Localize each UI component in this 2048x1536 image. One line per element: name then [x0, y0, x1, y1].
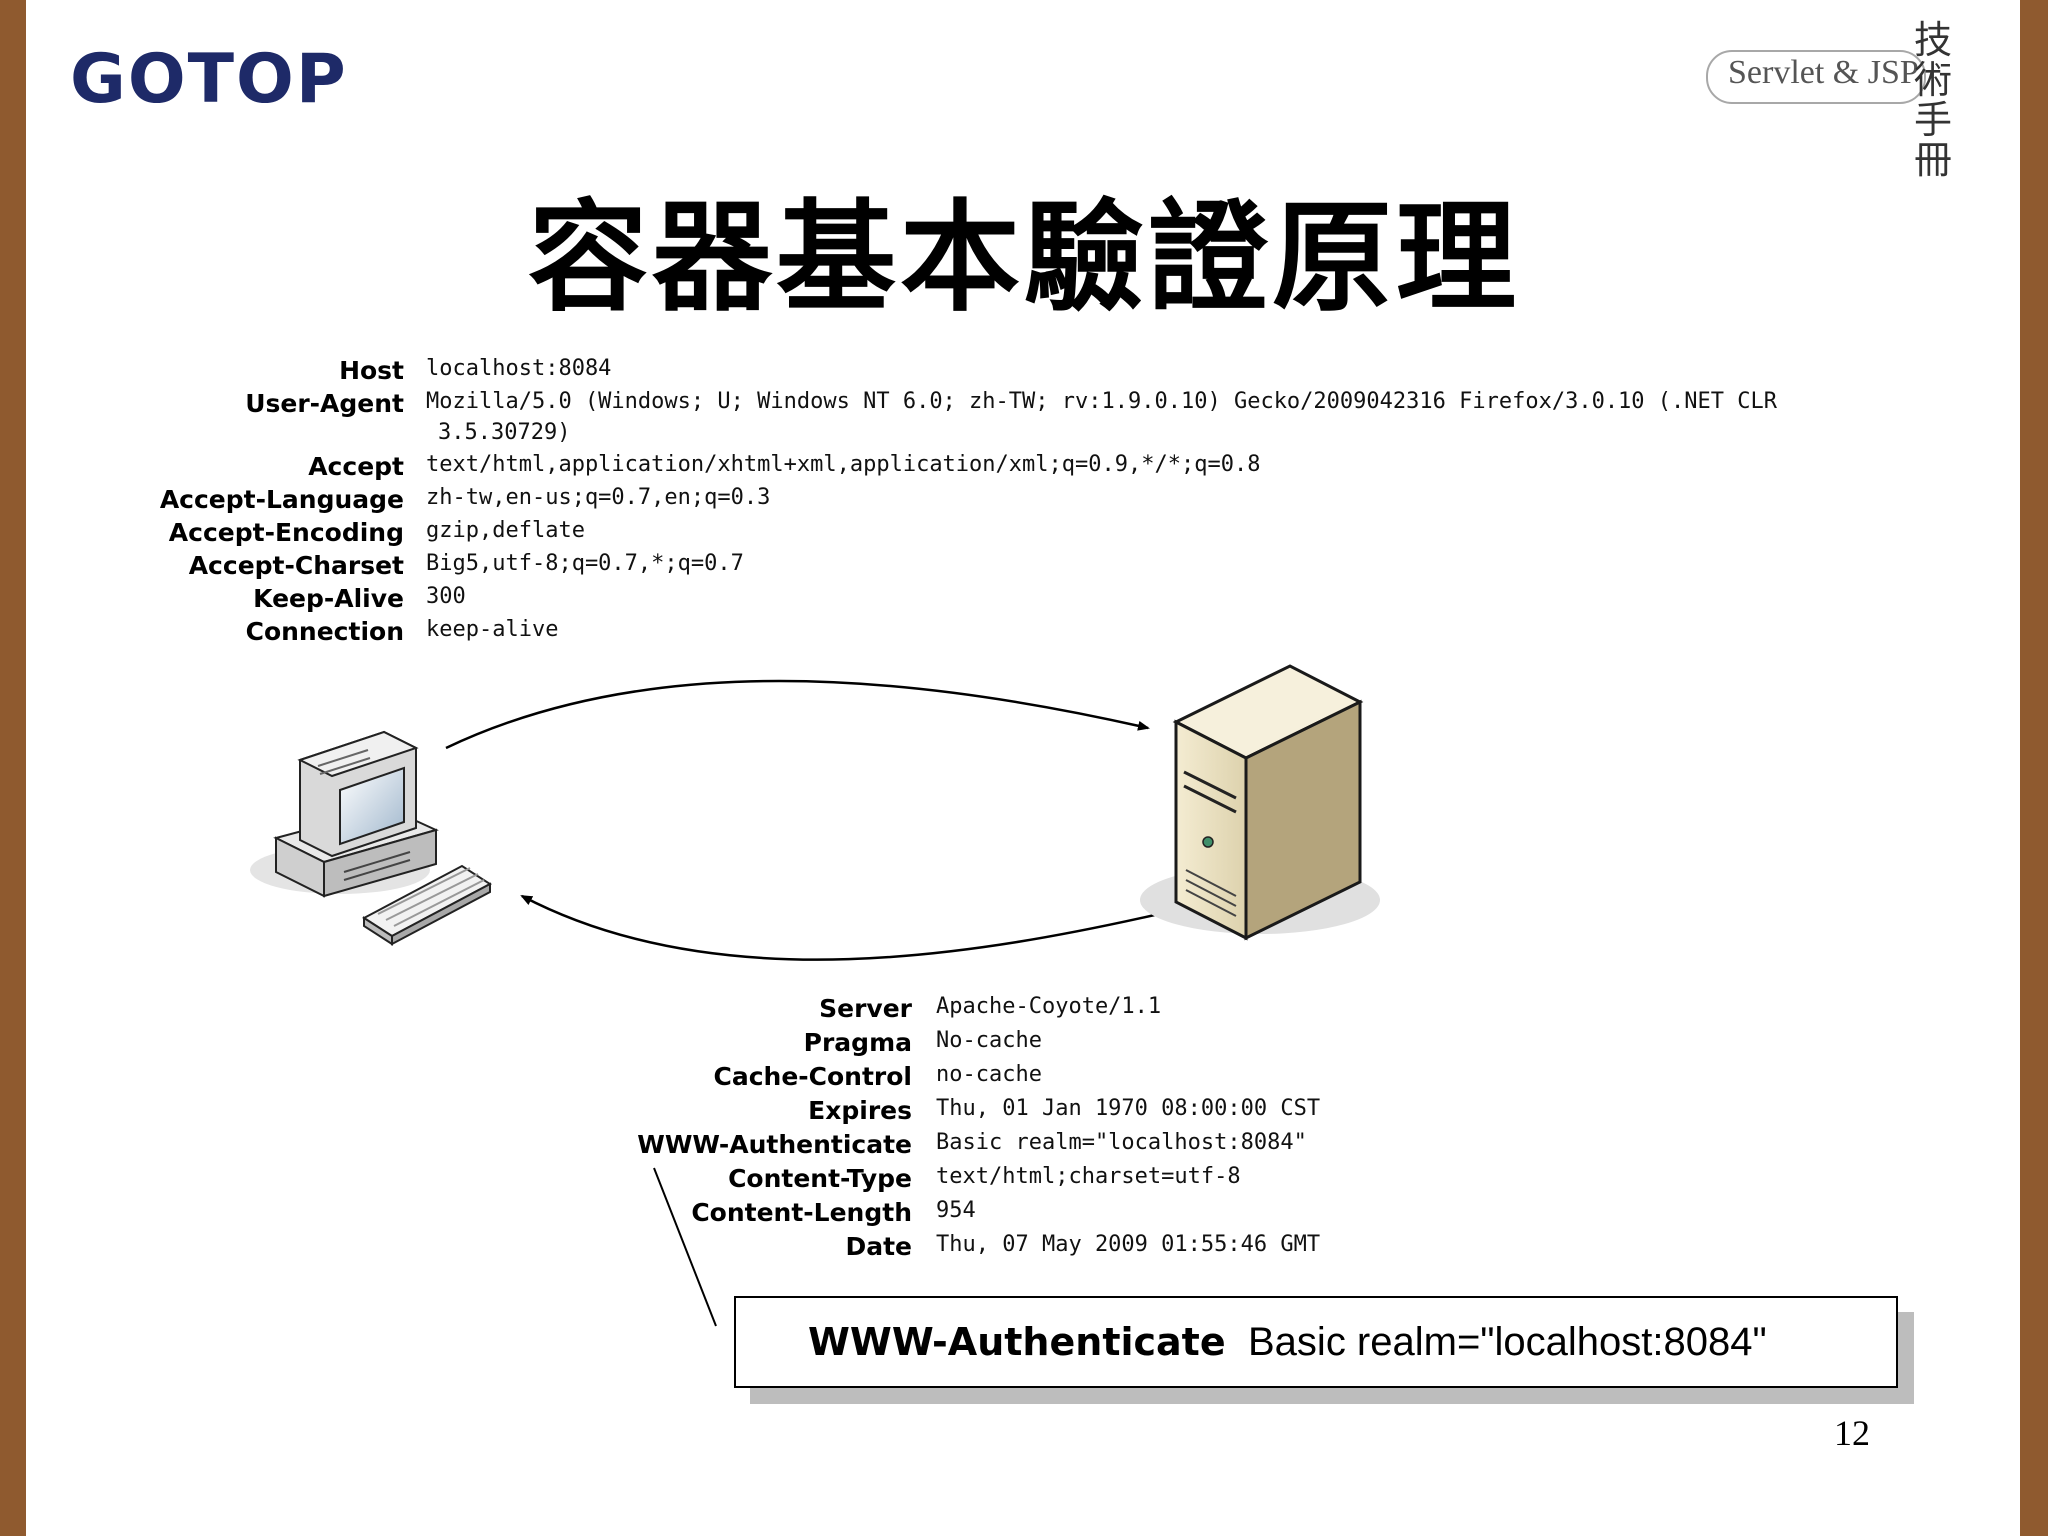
header-value-continuation: 3.5.30729): [438, 420, 571, 445]
callout-header-key: WWW-Authenticate: [808, 1320, 1226, 1364]
header-value: Basic realm="localhost:8084": [936, 1130, 1307, 1155]
header-value: text/html,application/xhtml+xml,applicat…: [426, 452, 1261, 477]
response-header-row: WWW-Authenticate: [0, 1130, 912, 1163]
frame-right-border: [2020, 0, 2048, 1536]
request-header-row: Keep-Alive: [0, 584, 404, 617]
desktop-computer-icon: [250, 730, 492, 946]
header-value: 954: [936, 1198, 976, 1223]
header-value: keep-alive: [426, 617, 559, 642]
header-key: Accept-Language: [159, 485, 404, 514]
request-header-row: Accept-Charset: [0, 551, 404, 584]
series-name: Servlet & JSP: [1728, 54, 1919, 91]
request-header-row: User-Agent: [0, 389, 404, 422]
header-value: Apache-Coyote/1.1: [936, 994, 1162, 1019]
header-value: localhost:8084: [426, 356, 612, 381]
gotop-logo: GOTOP: [70, 40, 348, 119]
header-key: Host: [339, 356, 404, 385]
header-value: Thu, 01 Jan 1970 08:00:00 CST: [936, 1096, 1321, 1121]
header-key: Accept: [308, 452, 404, 481]
header-key: WWW-Authenticate: [637, 1130, 912, 1159]
series-calligraphy-logo: 技術手冊: [1914, 18, 1953, 182]
request-arrow: [445, 679, 1150, 750]
request-header-row: Accept-Language: [0, 485, 404, 518]
request-header-row: Accept-Encoding: [0, 518, 404, 551]
header-key: Keep-Alive: [253, 584, 404, 613]
response-header-row: Server: [0, 994, 912, 1027]
header-value: gzip,deflate: [426, 518, 585, 543]
response-header-row: Expires: [0, 1096, 912, 1129]
series-badge: [1706, 50, 1926, 104]
header-key: Pragma: [803, 1028, 912, 1057]
callout-header-value: Basic realm="localhost:8084": [1248, 1320, 1767, 1364]
response-header-row: Content-Length: [0, 1198, 912, 1231]
header-key: Connection: [245, 617, 404, 646]
callout-pointer-line: [653, 1167, 717, 1327]
header-key: Accept-Encoding: [168, 518, 404, 547]
header-value: text/html;charset=utf-8: [936, 1164, 1241, 1189]
header-value: zh-tw,en-us;q=0.7,en;q=0.3: [426, 485, 771, 510]
header-value: 300: [426, 584, 466, 609]
page-number: 12: [1834, 1413, 1870, 1453]
header-value: Big5,utf-8;q=0.7,*;q=0.7: [426, 551, 744, 576]
response-header-row: Date: [0, 1232, 912, 1265]
header-key: Accept-Charset: [188, 551, 404, 580]
response-header-row: Pragma: [0, 1028, 912, 1061]
frame-left-border: [0, 0, 26, 1536]
request-header-row: Accept: [0, 452, 404, 485]
header-key: User-Agent: [245, 389, 404, 418]
response-header-row: Cache-Control: [0, 1062, 912, 1095]
header-key: Date: [845, 1232, 912, 1261]
header-value: Mozilla/5.0 (Windows; U; Windows NT 6.0;…: [426, 389, 1778, 414]
header-key: Server: [819, 994, 912, 1023]
header-key: Content-Type: [728, 1164, 912, 1193]
header-key: Cache-Control: [713, 1062, 912, 1091]
header-key: Content-Length: [691, 1198, 912, 1227]
request-header-row: Host: [0, 356, 404, 389]
header-value: Thu, 07 May 2009 01:55:46 GMT: [936, 1232, 1321, 1257]
response-header-row: Content-Type: [0, 1164, 912, 1197]
server-tower-icon: [1140, 664, 1380, 941]
header-key: Expires: [808, 1096, 912, 1125]
authenticate-callout-box: WWW-Authenticate Basic realm="localhost:…: [734, 1296, 1898, 1388]
slide-title: 容器基本驗證原理: [528, 189, 1520, 328]
header-value: no-cache: [936, 1062, 1042, 1087]
request-header-row: Connection: [0, 617, 404, 650]
header-value: No-cache: [936, 1028, 1042, 1053]
response-arrow: [520, 894, 1169, 961]
